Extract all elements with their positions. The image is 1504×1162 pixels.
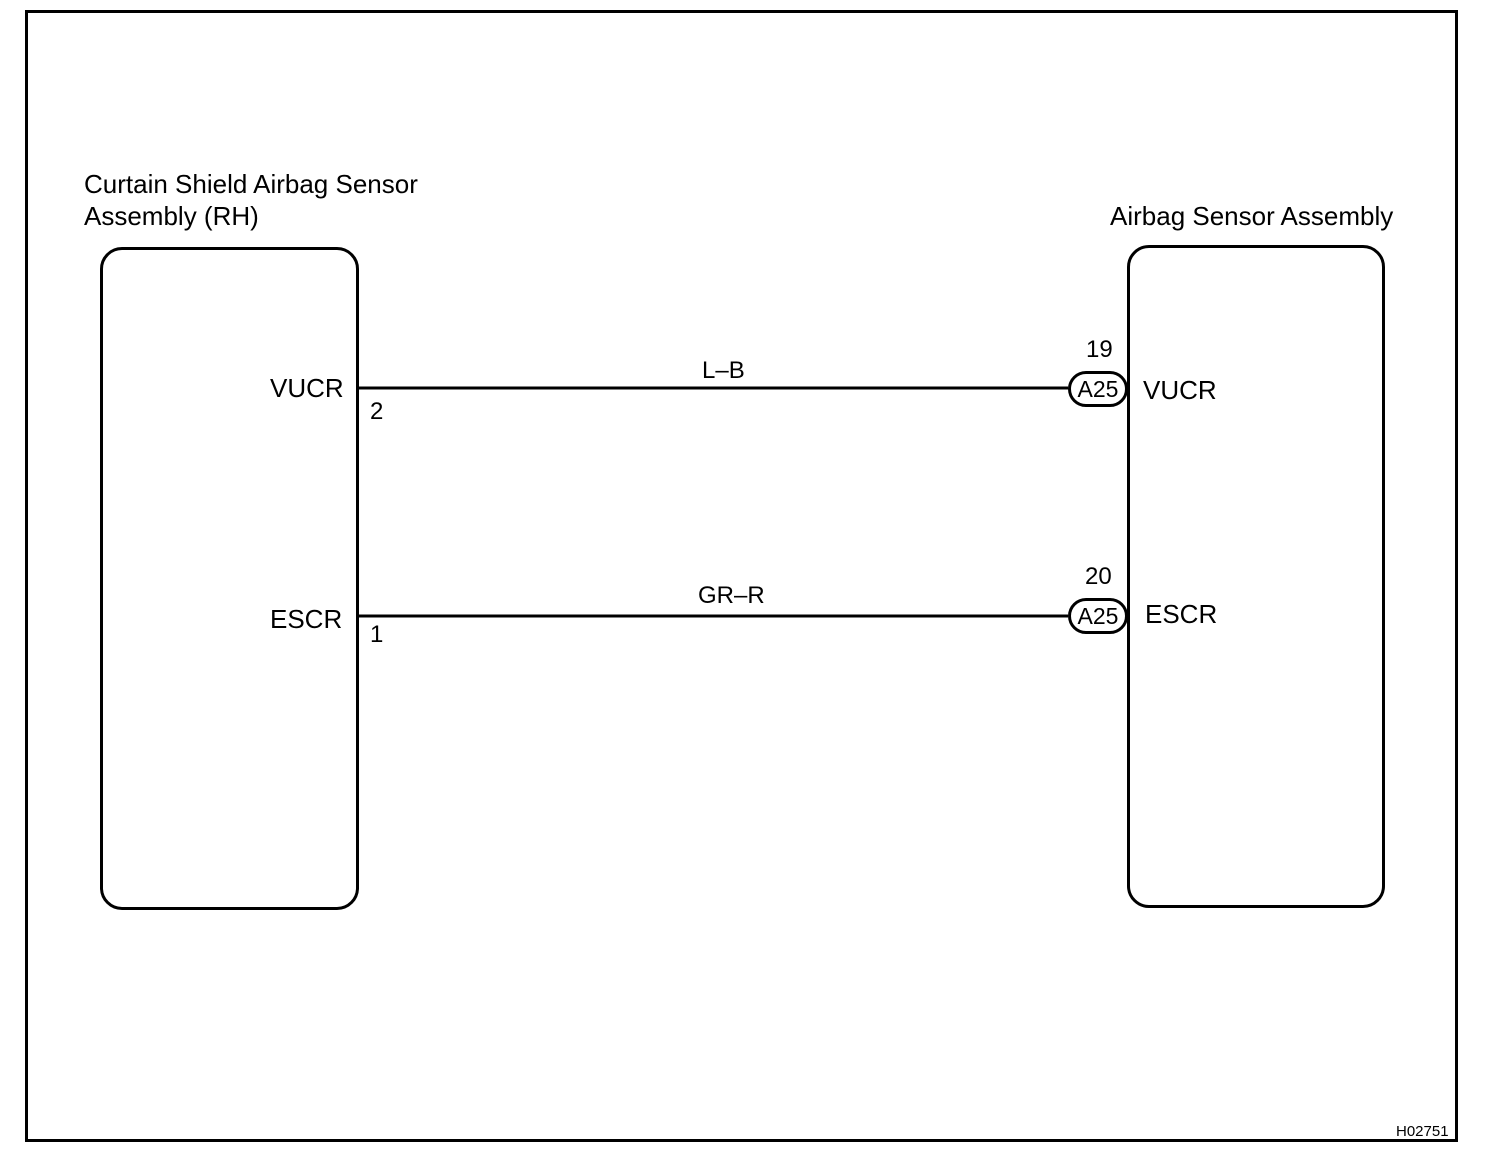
wire-escr-color-code: GR–R [698,582,765,609]
figure-id: H02751 [1396,1123,1449,1140]
curtain-shield-sensor-box [100,247,359,910]
diagram-frame [25,10,1458,1142]
airbag-sensor-assembly-box [1127,245,1385,908]
left-component-title-line2: Assembly (RH) [84,201,259,231]
right-pin-escr-number: 20 [1085,563,1112,590]
left-component-title-line1: Curtain Shield Airbag Sensor [84,169,418,199]
left-pin-escr-number: 1 [370,621,384,648]
left-pin-vucr-number: 2 [370,398,384,425]
connector-a25-vucr: A25 [1068,371,1128,407]
right-pin-vucr-number: 19 [1086,336,1113,363]
right-pin-escr-name: ESCR [1145,599,1218,629]
left-pin-vucr-name: VUCR [270,373,344,403]
connector-a25-escr: A25 [1068,598,1128,634]
wire-vucr-color-code: L–B [702,357,745,384]
right-component-title: Airbag Sensor Assembly [1110,201,1394,231]
left-pin-escr-name: ESCR [270,604,343,634]
right-pin-vucr-name: VUCR [1143,375,1217,405]
